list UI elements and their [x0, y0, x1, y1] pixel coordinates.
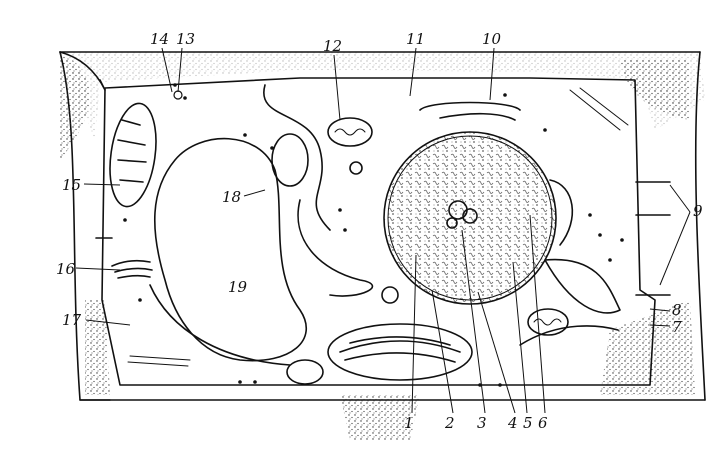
plasmodesmata: [95, 181, 671, 296]
label-8: 8: [672, 301, 682, 319]
endoplasmic-reticulum: [149, 84, 621, 366]
label-15: 15: [62, 176, 81, 194]
label-1: 1: [404, 414, 414, 432]
label-9: 9: [693, 202, 703, 220]
label-5: 5: [523, 414, 533, 432]
label-7: 7: [672, 318, 682, 336]
labels: 1 2 3 4 5 6 7 8 9 10 11 12 13 14 15 16 1…: [56, 30, 703, 432]
label-17: 17: [62, 311, 82, 329]
leader-lines: [75, 47, 691, 414]
cell-wall: [59, 51, 706, 440]
label-4: 4: [507, 414, 518, 432]
nucleus: [383, 131, 557, 305]
label-2: 2: [444, 414, 455, 432]
golgi-apparatus: [111, 259, 153, 279]
label-16: 16: [56, 260, 76, 278]
label-19: 19: [228, 278, 248, 296]
label-12: 12: [323, 37, 342, 55]
plasma-membrane: [101, 77, 656, 386]
label-10: 10: [482, 30, 502, 48]
label-18: 18: [222, 188, 241, 206]
chloroplast-bottom: [327, 323, 473, 381]
label-14: 14: [150, 30, 169, 48]
label-3: 3: [477, 414, 487, 432]
vacuole: [153, 137, 307, 362]
label-13: 13: [176, 30, 195, 48]
nucleolus: [446, 200, 478, 229]
label-6: 6: [538, 414, 548, 432]
label-11: 11: [406, 30, 425, 48]
chloroplast-left: [109, 102, 157, 208]
mitochondria: [271, 117, 569, 385]
microtubules: [127, 87, 629, 367]
